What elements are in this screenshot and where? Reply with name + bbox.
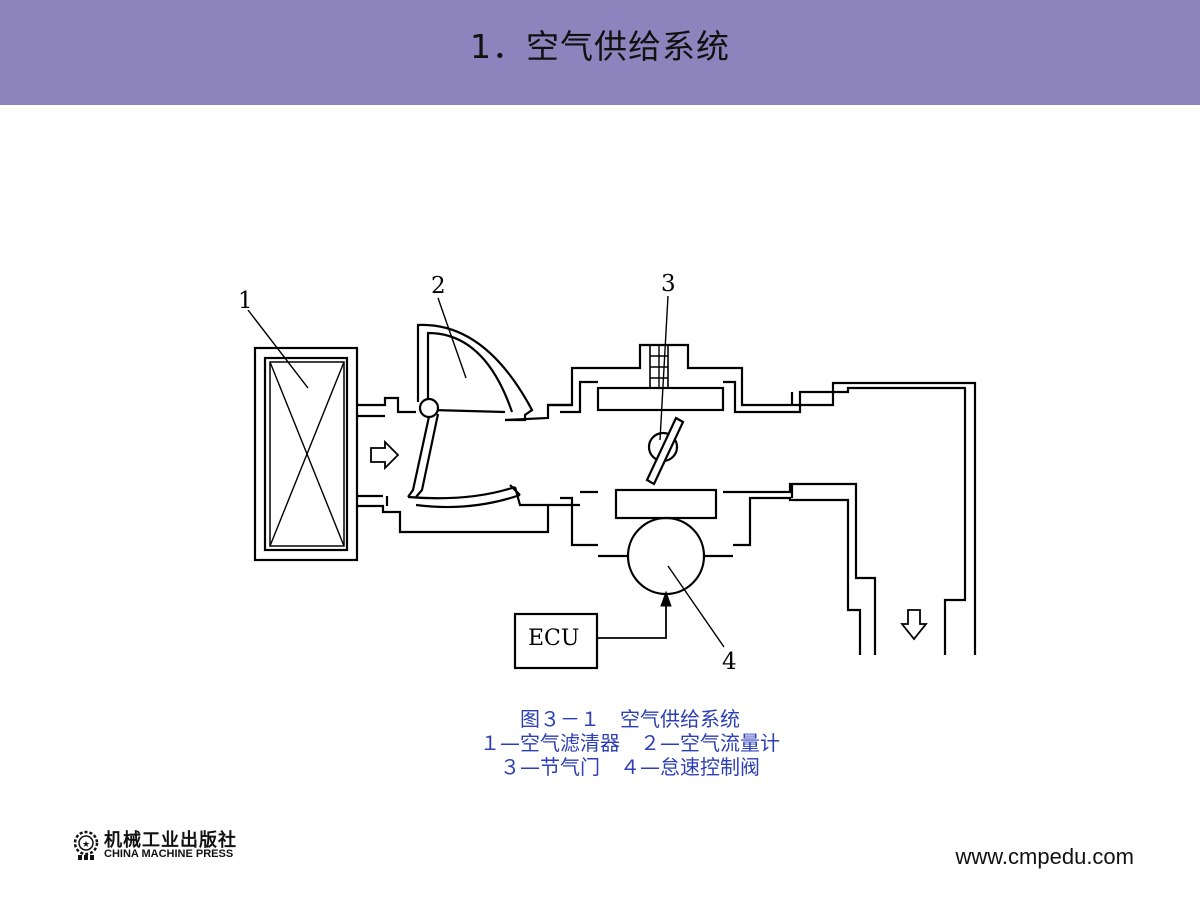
gear-icon: ★ <box>73 830 99 860</box>
svg-text:★: ★ <box>82 840 90 850</box>
publisher-name-cn: 机械工业出版社 <box>104 830 237 851</box>
callout-2-label: 2 <box>431 273 446 299</box>
ecu-label: ECU <box>528 626 579 651</box>
throttle-body <box>548 343 977 655</box>
air-filter <box>253 346 359 562</box>
figure-caption-legend-2: ３—节气门 ４—怠速控制阀 <box>500 755 760 779</box>
callout-4-label: 4 <box>722 649 737 675</box>
title-bar: 1．空气供给系统 <box>0 0 1200 105</box>
publisher-logo: ★ 机械工业出版社 CHINA MACHINE PRESS <box>70 828 270 864</box>
callout-3-label: 3 <box>661 271 676 297</box>
ecu <box>513 590 672 670</box>
publisher-name-en: CHINA MACHINE PRESS <box>104 848 234 860</box>
callout-1-label: 1 <box>238 288 253 314</box>
figure-caption-legend-1: １—空气滤清器 ２—空气流量计 <box>480 731 780 755</box>
outflow-arrow-icon <box>900 609 928 641</box>
page-title: 1．空气供给系统 <box>470 27 730 66</box>
leader-lines <box>247 295 725 648</box>
figure-caption-title: 图３－１ 空气供给系统 <box>520 707 740 731</box>
throttle-valve <box>645 344 685 486</box>
website-link[interactable]: www.cmpedu.com <box>955 844 1134 869</box>
air-flow-meter <box>407 323 572 509</box>
inlet-duct <box>357 396 580 534</box>
inflow-arrow-icon <box>370 439 400 471</box>
idle-control-valve <box>598 516 733 596</box>
